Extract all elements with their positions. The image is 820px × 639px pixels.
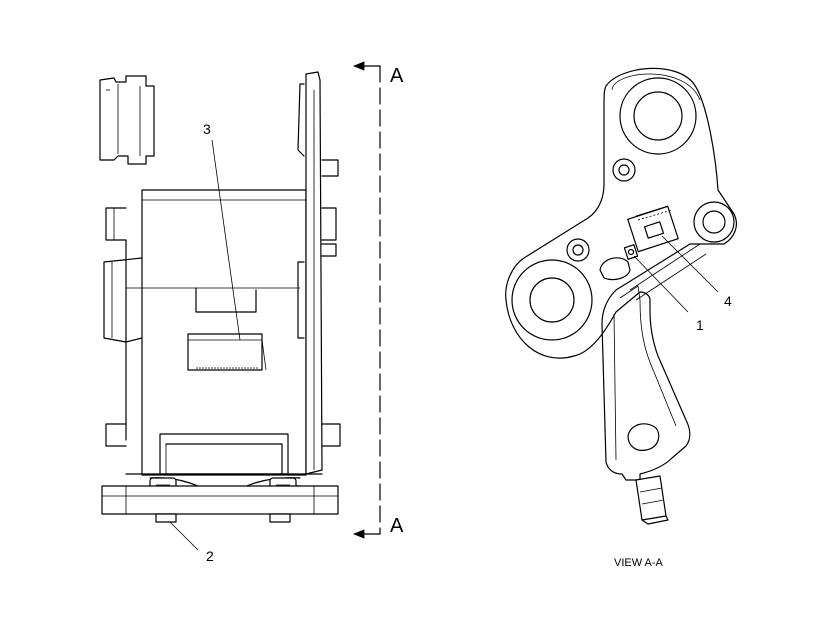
top-left-bracket bbox=[99, 75, 155, 165]
callout-1-label: 1 bbox=[696, 317, 704, 333]
front-view: 3 2 bbox=[99, 71, 341, 564]
small-hole-upper bbox=[612, 158, 636, 182]
section-arrow-bottom-icon bbox=[352, 529, 365, 539]
bottom-latch bbox=[635, 475, 669, 525]
small-hole-left bbox=[566, 238, 590, 262]
upper-bore bbox=[619, 77, 697, 155]
right-eye-lug bbox=[693, 201, 735, 243]
main-body-plate bbox=[141, 189, 307, 476]
callout-4-leader bbox=[661, 235, 719, 293]
callout-4-label: 4 bbox=[724, 293, 732, 309]
lower-bore bbox=[511, 259, 593, 341]
body-slot bbox=[195, 287, 257, 313]
right-side-plate bbox=[297, 71, 341, 475]
callout-2-label: 2 bbox=[206, 548, 214, 564]
section-arrow-top-icon bbox=[352, 61, 365, 71]
identification-plate-3 bbox=[187, 333, 267, 371]
left-side-lugs bbox=[103, 207, 143, 447]
view-a-a: 1 4 VIEW A-A bbox=[505, 67, 737, 569]
callout-2-leader bbox=[169, 521, 199, 551]
view-caption: VIEW A-A bbox=[614, 557, 664, 569]
section-letter-bottom: A bbox=[390, 515, 404, 537]
callout-1-leader bbox=[633, 255, 689, 313]
label-plate-4 bbox=[627, 205, 679, 253]
slot-upper bbox=[599, 257, 631, 281]
section-letter-top: A bbox=[390, 65, 404, 87]
base-plate bbox=[101, 485, 339, 523]
callout-3-label: 3 bbox=[203, 121, 211, 137]
screw-1 bbox=[623, 244, 639, 260]
bracket-outline bbox=[505, 67, 737, 481]
slot-lower bbox=[627, 423, 660, 451]
section-line-a-a: A A bbox=[352, 61, 404, 539]
callout-3-leader bbox=[211, 139, 241, 341]
